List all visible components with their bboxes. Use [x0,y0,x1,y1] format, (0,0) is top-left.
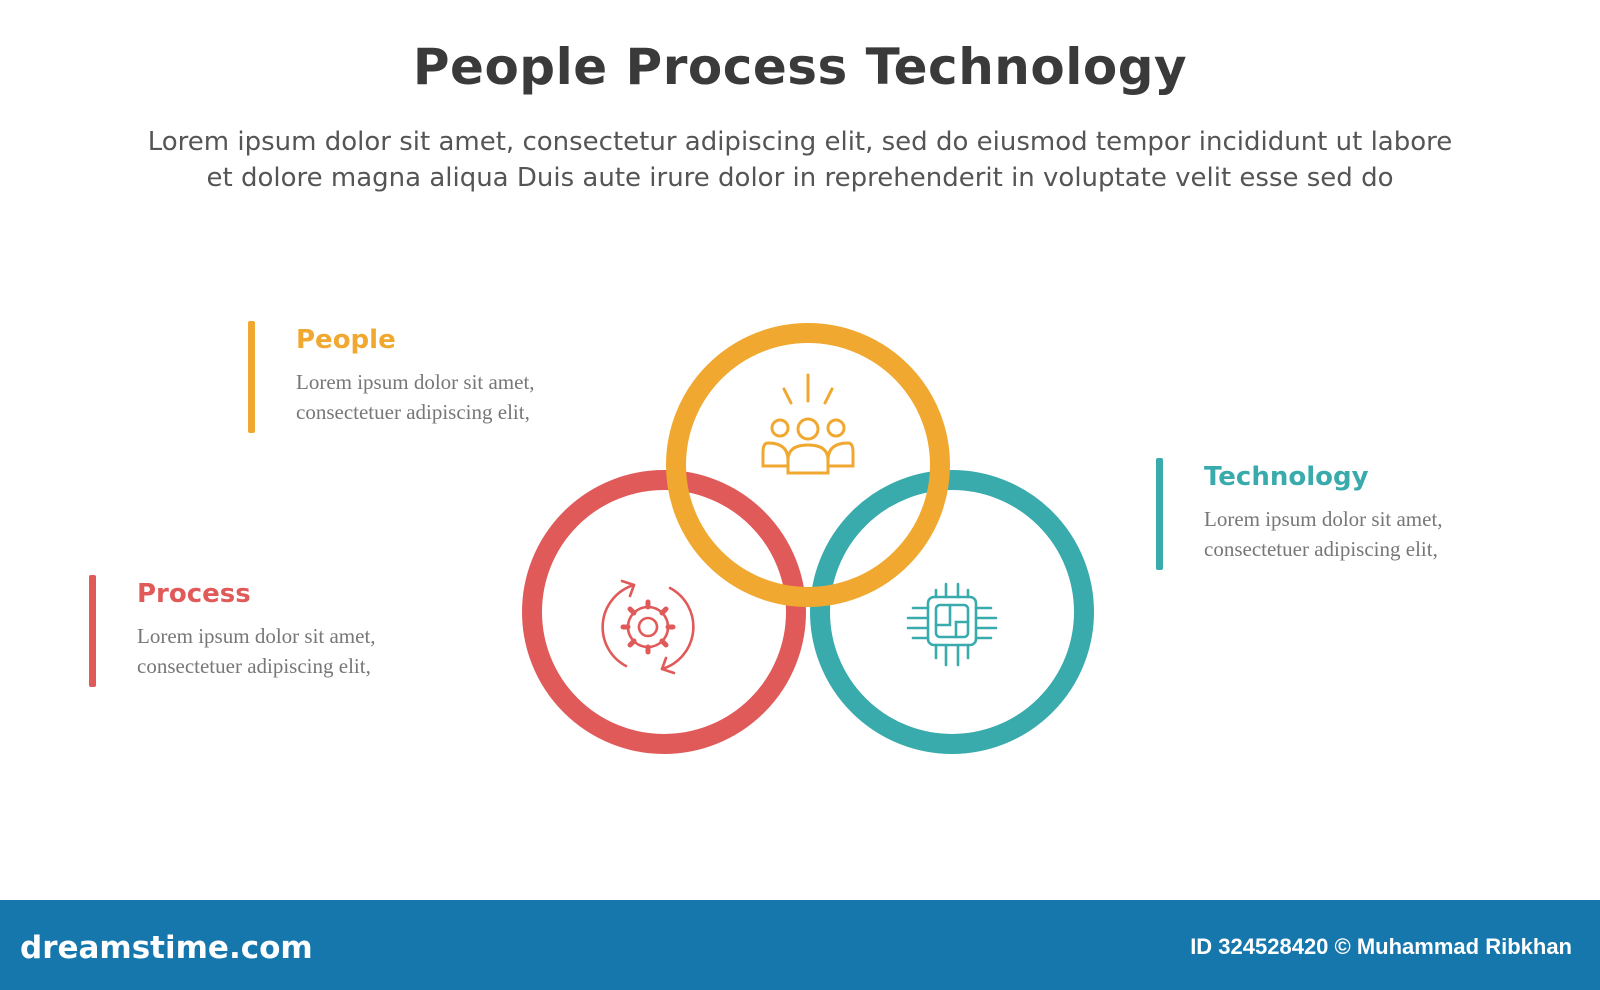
process-description-line-2: consectetuer adipiscing elit, [137,654,371,678]
technology-heading: Technology [1204,462,1369,492]
people-description-line-1: Lorem ipsum dolor sit amet, [296,370,535,394]
chip-icon [906,582,998,667]
technology-ring [810,470,1094,754]
venn-diagram [522,323,1094,754]
process-heading: Process [137,579,251,609]
process-accent-bar [89,575,96,687]
technology-description: Lorem ipsum dolor sit amet, consectetuer… [1204,504,1534,564]
people-description-line-2: consectetuer adipiscing elit, [296,400,530,424]
subtitle-line-1: Lorem ipsum dolor sit amet, consectetur … [147,127,1453,157]
people-group-icon [761,373,855,475]
technology-accent-bar [1156,458,1163,570]
gear-cycle-icon [601,579,695,675]
page-title: People Process Technology [412,38,1188,96]
people-ring [666,323,950,607]
technology-description-line-1: Lorem ipsum dolor sit amet, [1204,507,1443,531]
people-description: Lorem ipsum dolor sit amet, consectetuer… [296,367,626,427]
watermark-logo: dreamstime.com [20,930,313,966]
process-ring [522,470,806,754]
technology-description-line-2: consectetuer adipiscing elit, [1204,537,1438,561]
people-accent-bar [248,321,255,433]
process-description: Lorem ipsum dolor sit amet, consectetuer… [137,621,467,681]
people-heading: People [296,325,396,355]
process-description-line-1: Lorem ipsum dolor sit amet, [137,624,376,648]
subtitle-line-2: et dolore magna aliqua Duis aute irure d… [206,163,1394,193]
watermark-footer: dreamstime.com ID 324528420 © Muhammad R… [0,900,1600,990]
watermark-credit: ID 324528420 © Muhammad Ribkhan [1190,934,1572,959]
page-subtitle: Lorem ipsum dolor sit amet, consectetur … [60,124,1540,196]
